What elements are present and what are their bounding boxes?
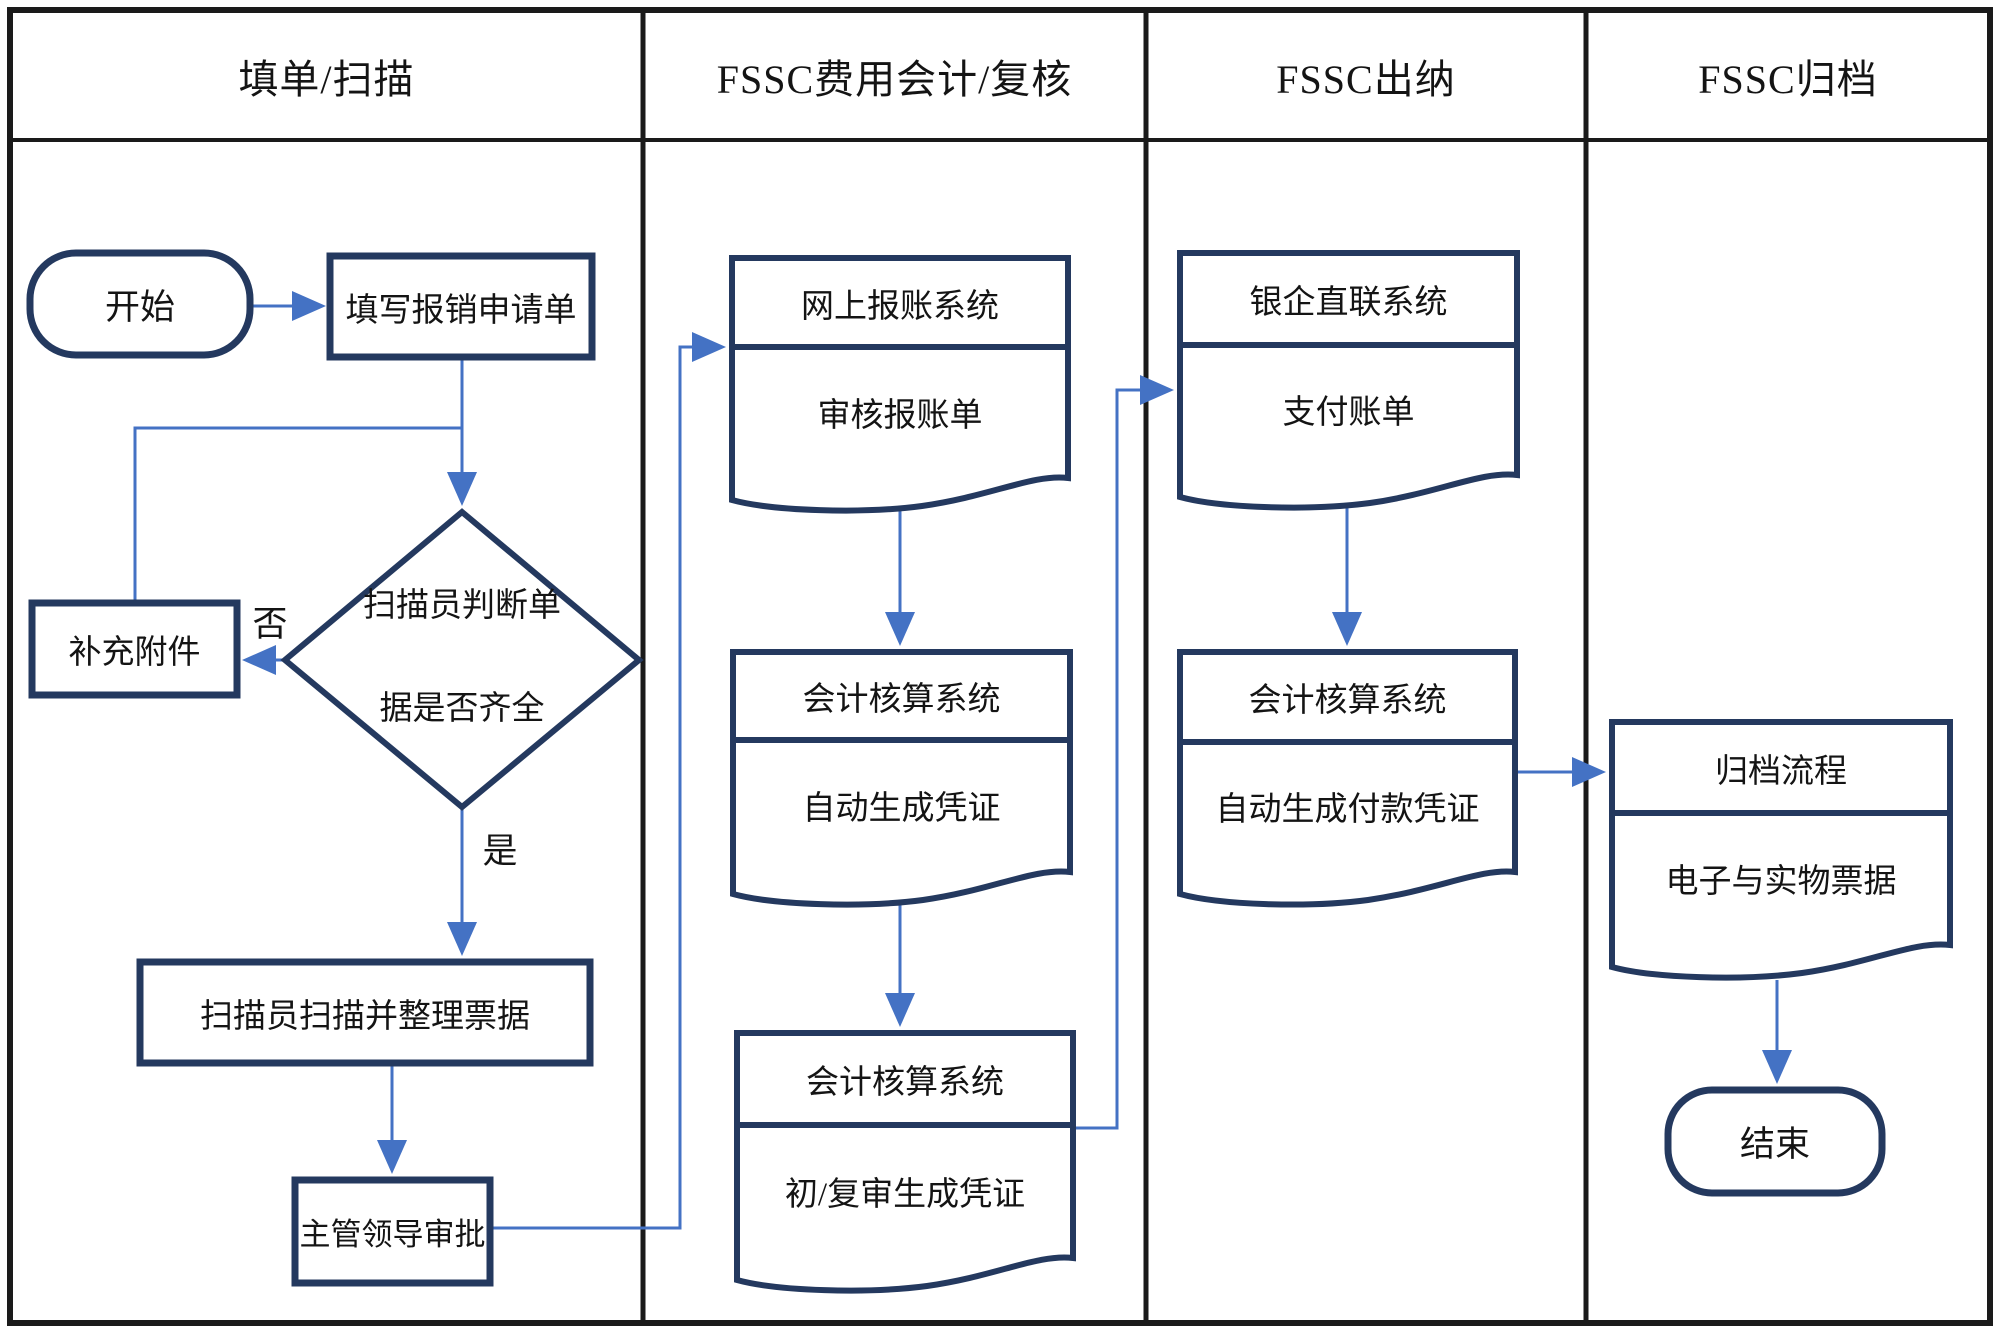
doc-payment-voucher-body: 自动生成付款凭证 — [1215, 792, 1480, 828]
doc-bank-pay-title: 银企直联系统 — [1249, 285, 1448, 321]
start-node-label: 开始 — [104, 287, 175, 327]
scan-organize-shape — [136, 958, 594, 1067]
lane-header-fssc-accounting: FSSC费用会计/复核 — [716, 57, 1073, 102]
doc-payment-voucher-title: 会计核算系统 — [1248, 683, 1447, 719]
doc-online-review-title: 网上报账系统 — [801, 288, 999, 325]
connector-supervisor-to-onlinereview — [490, 332, 726, 1230]
end-node-label: 结束 — [1739, 1125, 1810, 1164]
swimlane-grid — [7, 7, 1993, 1326]
lane-header-fssc-cashier: FSSC出纳 — [1276, 57, 1456, 102]
doc-auto-voucher-shape — [730, 649, 1073, 908]
doc-auto-voucher-body: 自动生成凭证 — [802, 791, 1001, 827]
supervisor-approval-shape — [291, 1176, 494, 1287]
doc-online-review-body: 审核报账单 — [817, 398, 983, 434]
doc-review-voucher-shape — [734, 1030, 1076, 1294]
doc-archive-title: 归档流程 — [1715, 753, 1847, 790]
doc-archive-shape — [1609, 719, 1953, 981]
connector-reviewvoucher-to-bankpay — [1073, 375, 1174, 1130]
fill-form-label: 填写报销申请单 — [345, 292, 577, 329]
doc-auto-voucher-title: 会计核算系统 — [802, 682, 1001, 718]
supplement-label: 补充附件 — [68, 635, 201, 671]
branch-label-yes: 是 — [482, 831, 518, 871]
doc-bank-pay-shape — [1177, 250, 1520, 511]
doc-online-review-shape — [729, 255, 1071, 514]
doc-payment-voucher-shape — [1177, 649, 1518, 908]
outer-border — [7, 7, 1993, 1326]
lane-header-fssc-archive: FSSC归档 — [1698, 57, 1878, 102]
nodes-layer — [26, 249, 1953, 1294]
fill-form-shape — [326, 252, 596, 361]
decision-diamond-shape — [280, 508, 644, 811]
supplement-shape — [28, 599, 241, 699]
branch-label-no: 否 — [252, 604, 288, 644]
doc-review-voucher-title: 会计核算系统 — [806, 1065, 1004, 1101]
start-node-shape — [26, 249, 254, 359]
scan-organize-label: 扫描员扫描并整理票据 — [200, 998, 530, 1035]
doc-bank-pay-body: 支付账单 — [1282, 395, 1415, 431]
connector-supplement-loopback — [133, 426, 462, 603]
lane-header-fill-scan: 填单/扫描 — [238, 57, 415, 102]
supervisor-approval-label: 主管领导审批 — [299, 1217, 486, 1252]
doc-review-voucher-body: 初/复审生成凭证 — [784, 1177, 1026, 1213]
decision-label-line2: 据是否齐全 — [379, 691, 545, 727]
connectors — [133, 291, 1792, 1230]
end-node-shape — [1664, 1086, 1886, 1197]
doc-archive-body: 电子与实物票据 — [1665, 864, 1897, 900]
decision-label-line1: 扫描员判断单 — [363, 588, 561, 624]
